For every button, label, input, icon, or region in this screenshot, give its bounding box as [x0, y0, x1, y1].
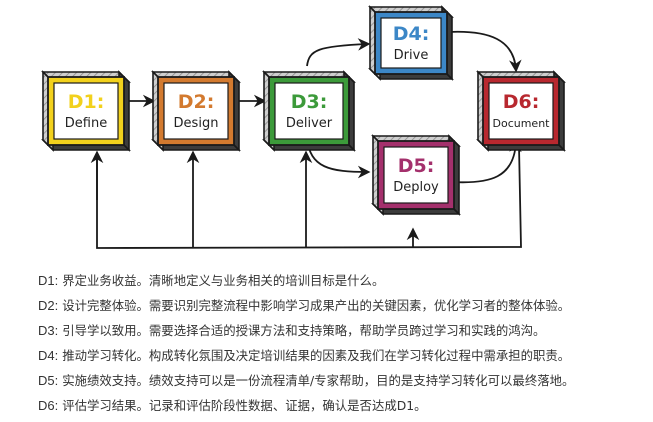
cube-d1: D1: Define: [41, 70, 131, 152]
note-d3: D3: 引导学以致用。需要选择合适的授课方法和支持策略，帮助学员跨过学习和实践的…: [38, 318, 648, 343]
cube-d6: D6: Document: [476, 70, 566, 152]
note-text: 评估学习结果。记录和评估阶段性数据、证据，确认是否达成D1。: [62, 398, 427, 413]
note-code: D5:: [38, 373, 59, 388]
box-label: Deliver: [286, 116, 333, 131]
note-d6: D6: 评估学习结果。记录和评估阶段性数据、证据，确认是否达成D1。: [38, 393, 648, 418]
box-label: Document: [493, 117, 551, 130]
box-code: D3:: [291, 91, 328, 113]
arrow-d3-d4: [306, 38, 371, 67]
box-label: Define: [65, 116, 107, 131]
note-d4: D4: 推动学习转化。构成转化氛围及决定培训结果的因素及我们在学习转化过程中需承…: [38, 343, 648, 368]
note-text: 推动学习转化。构成转化氛围及决定培训结果的因素及我们在学习转化过程中需承担的职责…: [62, 348, 571, 363]
cube-d3: D3: Deliver: [262, 70, 356, 152]
cube-d2: D2: Design: [151, 70, 241, 152]
note-text: 界定业务收益。清晰地定义与业务相关的培训目标是什么。: [62, 273, 385, 288]
flow-arrows: [90, 30, 522, 249]
cube-front-card: [380, 17, 442, 69]
note-code: D2:: [38, 298, 59, 313]
box-code: D2:: [178, 91, 215, 113]
note-code: D6:: [38, 398, 59, 413]
box-label: Design: [174, 116, 219, 131]
arrow-d4-d6: [447, 30, 522, 73]
note-d2: D2: 设计完整体验。需要识别完整流程中影响学习成果产出的关键因素，优化学习者的…: [38, 293, 648, 318]
6d-process-diagram: D1:Define D2:Design D3:Deliver D4:Drive …: [41, 5, 566, 249]
box-code: D5:: [398, 155, 435, 177]
note-code: D4:: [38, 348, 59, 363]
note-text: 实施绩效支持。绩效支持可以是一份流程清单/专家帮助，目的是支持学习转化可以最终落…: [62, 373, 575, 388]
cube-front-card: [274, 82, 344, 140]
arrow-d5-d6: [451, 139, 522, 184]
cube-front-card: [163, 82, 229, 140]
feedback-loop-line: [96, 145, 522, 249]
cube-front-card: [488, 82, 554, 140]
box-label: Drive: [394, 48, 429, 63]
note-d5: D5: 实施绩效支持。绩效支持可以是一份流程清单/专家帮助，目的是支持学习转化可…: [38, 368, 648, 393]
note-text: 引导学以致用。需要选择合适的授课方法和支持策略，帮助学员跨过学习和实践的鸿沟。: [62, 323, 546, 338]
note-code: D1:: [38, 273, 59, 288]
step-notes: D1: 界定业务收益。清晰地定义与业务相关的培训目标是什么。 D2: 设计完整体…: [38, 268, 648, 418]
note-d1: D1: 界定业务收益。清晰地定义与业务相关的培训目标是什么。: [38, 268, 648, 293]
cube-front-card: [383, 146, 449, 204]
note-code: D3:: [38, 323, 59, 338]
cube-d5: D5: Deploy: [371, 134, 461, 216]
note-text: 设计完整体验。需要识别完整流程中影响学习成果产出的关键因素，优化学习者的整体体验…: [62, 298, 571, 313]
box-code: D6:: [503, 91, 540, 113]
cube-front-card: [53, 82, 119, 140]
box-label: Deploy: [393, 180, 439, 195]
box-code: D1:: [68, 91, 105, 113]
box-code: D4:: [393, 23, 430, 45]
cube-d4: D4: Drive: [368, 5, 454, 81]
